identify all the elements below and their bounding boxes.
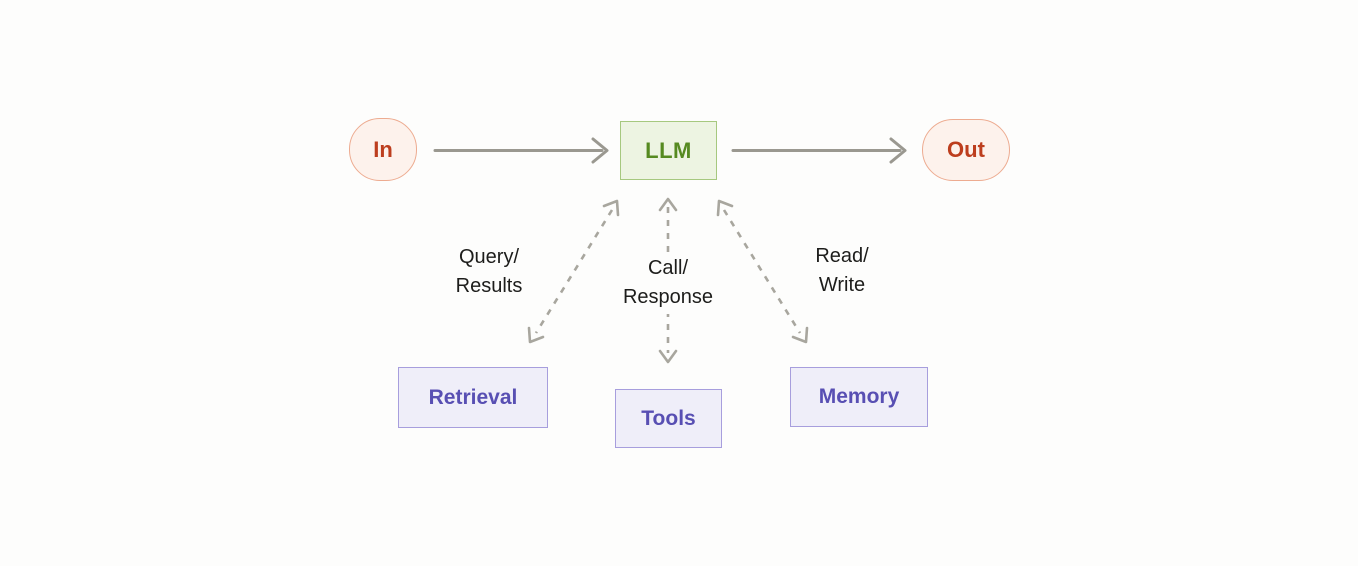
node-memory: Memory <box>790 367 928 427</box>
edge-label-read-write: Read/ Write <box>809 240 875 302</box>
edge-label-query-results: Query/ Results <box>449 241 529 303</box>
edge-llm-to-out-arrow <box>731 137 907 164</box>
edge-llm-retrieval-arrow <box>527 199 620 344</box>
edge-llm-memory-arrow <box>716 199 809 344</box>
edge-in-to-llm-arrow <box>433 137 609 164</box>
node-tools: Tools <box>615 389 722 448</box>
edge-label-call-response: Call/ Response <box>616 252 720 314</box>
node-llm: LLM <box>620 121 717 180</box>
edge-llm-tools-arrow <box>658 197 678 364</box>
node-out: Out <box>922 119 1010 181</box>
node-retrieval: Retrieval <box>398 367 548 428</box>
node-in: In <box>349 118 417 181</box>
